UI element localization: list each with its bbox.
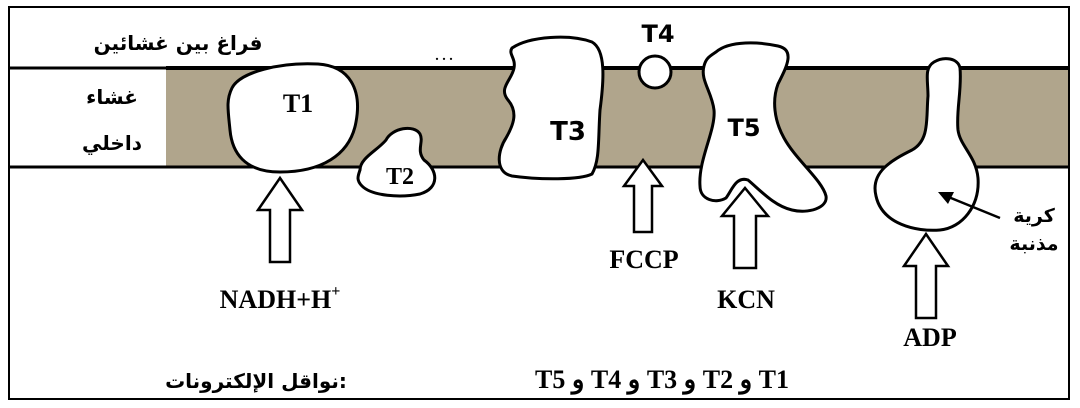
pointer-line (945, 194, 1001, 220)
lollipop-label-2: مذنبة (1009, 233, 1058, 255)
atp-synthase-shape (873, 57, 980, 232)
adp-arrow (901, 231, 951, 320)
nadh-label: NADH+H+ (220, 283, 341, 314)
nadh-main-text: NADH+H (220, 285, 332, 314)
nadh-superscript: + (331, 283, 340, 300)
inner-membrane-label-2: داخلي (82, 131, 142, 156)
lollipop-label-1: كرية (1013, 205, 1055, 227)
inner-membrane-label-1: غشاء (86, 85, 138, 109)
t1-label: T1 (283, 89, 313, 118)
fccp-arrow (621, 157, 665, 234)
t4-protein-shape (637, 54, 673, 90)
pointer-arrowhead (938, 192, 954, 204)
t5-protein-shape (698, 41, 828, 213)
fccp-label: FCCP (609, 245, 678, 274)
electron-carriers-list: T1 و T2 و T3 و T4 و T5 (535, 365, 789, 395)
t3-protein-shape (497, 35, 605, 181)
adp-label: ADP (903, 323, 957, 352)
dots-label: . . . (435, 49, 453, 64)
t4-label: T4 (641, 20, 674, 48)
t5-label: T5 (727, 114, 760, 142)
t3-label: T3 (550, 117, 586, 147)
kcn-arrow (719, 186, 771, 270)
nadh-arrow (255, 175, 305, 264)
electron-carriers-title: :نواقل الإلكترونات (165, 369, 347, 393)
intermembrane-space-label: فراغ بين غشائين (94, 31, 263, 55)
t2-label: T2 (386, 164, 414, 190)
t2-protein-shape (356, 126, 437, 198)
kcn-label: KCN (717, 285, 775, 314)
t1-protein-shape (226, 62, 359, 174)
